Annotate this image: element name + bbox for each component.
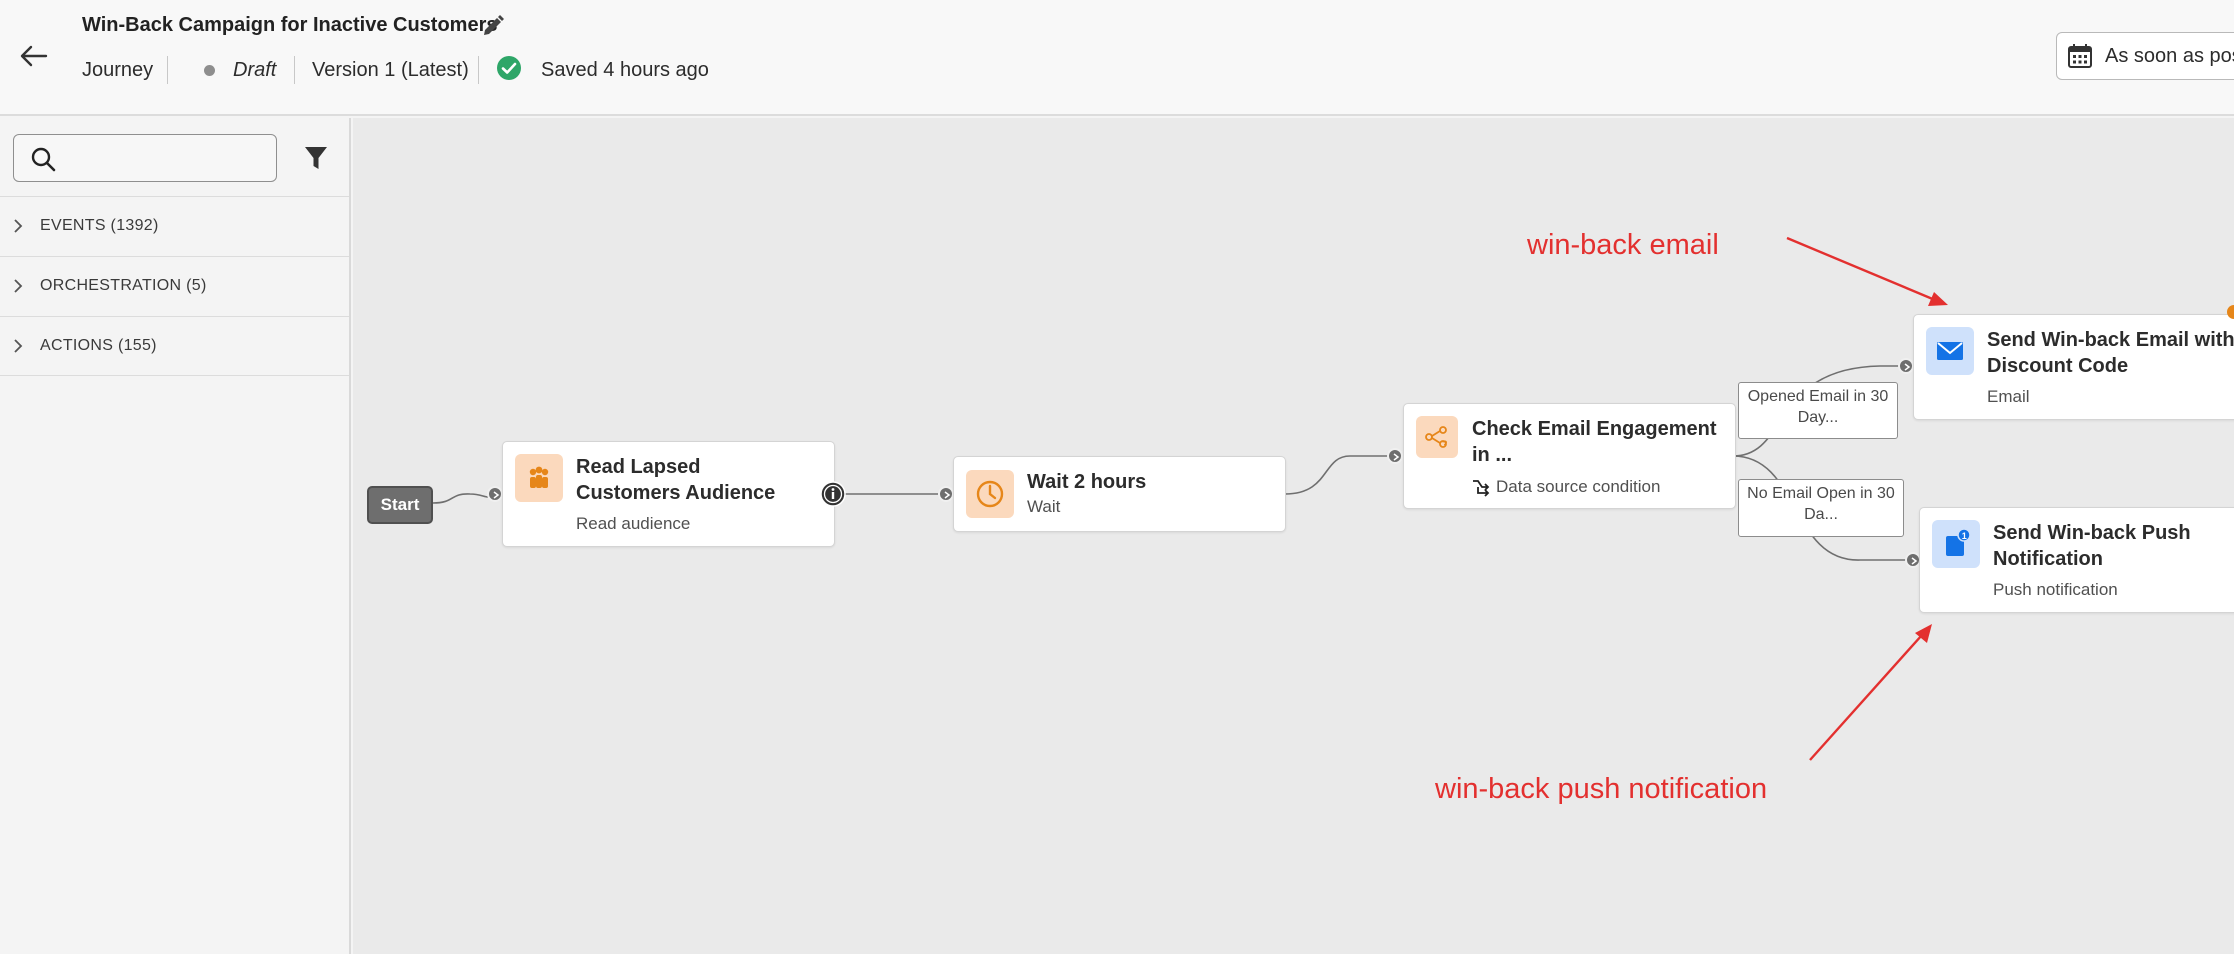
activity-read-audience[interactable]: Read Lapsed Customers Audience Read audi… (502, 441, 835, 547)
category-label: ORCHESTRATION (5) (40, 277, 207, 294)
activity-palette: EVENTS (1392) ORCHESTRATION (5) ACTIONS … (0, 118, 351, 954)
audience-icon (515, 454, 563, 502)
journey-title: Win-Back Campaign for Inactive Customers (82, 14, 498, 36)
connector-port-icon[interactable] (1898, 358, 1914, 374)
search-input[interactable] (66, 141, 266, 175)
activity-subtitle: Wait (1027, 497, 1061, 516)
divider (167, 56, 168, 84)
warning-indicator-icon[interactable] (2227, 305, 2234, 319)
divider (294, 56, 295, 84)
connector-port-icon[interactable] (1387, 448, 1403, 464)
branch-label-not-opened[interactable]: No Email Open in 30 Da... (1738, 479, 1904, 537)
activity-subtitle: Email (1987, 387, 2030, 406)
chevron-right-icon (14, 339, 23, 353)
activity-email[interactable]: Send Win-back Email with Discount Code E… (1913, 314, 2234, 420)
activity-push[interactable]: 1 Send Win-back Push Notification Push n… (1919, 507, 2234, 613)
calendar-icon (2068, 44, 2092, 68)
schedule-button[interactable]: As soon as poss (2056, 32, 2234, 80)
condition-icon: ? (1416, 416, 1458, 458)
branch-icon (1473, 480, 1490, 497)
branch-label-opened[interactable]: Opened Email in 30 Day... (1738, 382, 1898, 439)
start-node[interactable]: Start (367, 486, 433, 524)
chevron-right-icon (14, 279, 23, 293)
pencil-icon[interactable] (480, 13, 506, 39)
activity-title: Send Win-back Email with Discount Code (1987, 329, 2234, 377)
category-events[interactable]: EVENTS (1392) (0, 196, 349, 256)
category-label: ACTIONS (155) (40, 337, 157, 354)
info-icon[interactable] (820, 481, 846, 507)
filter-icon[interactable] (300, 142, 332, 174)
status-badge: Draft (233, 59, 277, 81)
back-arrow-icon[interactable] (16, 38, 52, 74)
saved-check-icon (497, 56, 521, 80)
svg-text:?: ? (1442, 439, 1448, 449)
category-actions[interactable]: ACTIONS (155) (0, 316, 349, 376)
version-label: Version 1 (Latest) (312, 59, 469, 81)
activity-condition[interactable]: ? Check Email Engagement in ... Data sou… (1403, 403, 1736, 509)
category-label: EVENTS (1392) (40, 217, 159, 234)
activity-subtitle: Push notification (1993, 580, 2118, 599)
push-icon: 1 (1932, 520, 1980, 568)
svg-text:1: 1 (1962, 531, 1967, 541)
saved-status: Saved 4 hours ago (541, 59, 709, 81)
activity-subtitle: Data source condition (1496, 477, 1661, 496)
connector-port-icon[interactable] (938, 486, 954, 502)
connector-port-icon[interactable] (487, 486, 503, 502)
status-dot-icon (204, 65, 215, 76)
divider (478, 56, 479, 84)
chevron-right-icon (14, 219, 23, 233)
clock-icon (966, 470, 1014, 518)
journey-type: Journey (82, 59, 154, 81)
activity-wait[interactable]: Wait 2 hours Wait (953, 456, 1286, 532)
activity-title: Check Email Engagement in ... (1472, 418, 1717, 466)
search-icon (31, 147, 56, 172)
email-icon (1926, 327, 1974, 375)
search-field[interactable] (13, 134, 277, 182)
annotation-email: win-back email (1527, 229, 1719, 261)
schedule-label: As soon as poss (2105, 45, 2234, 67)
category-orchestration[interactable]: ORCHESTRATION (5) (0, 256, 349, 316)
activity-title: Read Lapsed Customers Audience (576, 456, 776, 504)
journey-header: Win-Back Campaign for Inactive Customers… (0, 0, 2234, 116)
activity-subtitle: Read audience (576, 514, 691, 533)
activity-title: Send Win-back Push Notification (1993, 522, 2191, 570)
annotation-push: win-back push notification (1435, 773, 1768, 805)
activity-title: Wait 2 hours (1027, 471, 1147, 493)
